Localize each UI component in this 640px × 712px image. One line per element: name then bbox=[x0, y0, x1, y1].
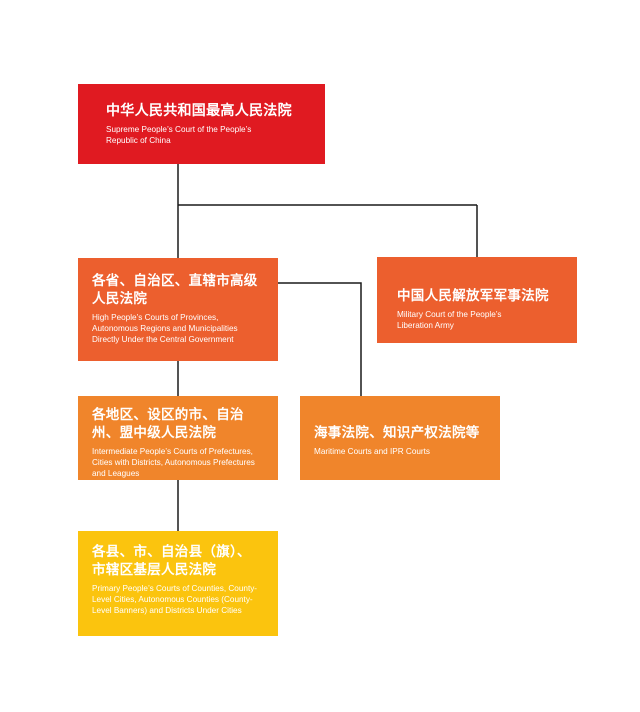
military-court-title-zh: 中国人民解放军军事法院 bbox=[397, 288, 549, 304]
high-court-title-en: High People’s Courts of Provinces, Auton… bbox=[92, 313, 238, 344]
intermediate-court-title-en: Intermediate People’s Courts of Prefectu… bbox=[92, 447, 255, 478]
military-court-title-en: Military Court of the People’s Liberatio… bbox=[397, 310, 502, 330]
maritime-court-title-en: Maritime Courts and IPR Courts bbox=[314, 447, 431, 456]
high-court-node: 各省、自治区、直辖市高级人民法院 High People’s Courts of… bbox=[78, 258, 278, 361]
military-court-node: 中国人民解放军军事法院 Military Court of the People… bbox=[377, 257, 577, 343]
supreme-court-title-en: Supreme People’s Court of the People’s R… bbox=[106, 125, 252, 145]
primary-court-title-zh: 各县、市、自治县（旗）、市辖区基层人民法院 bbox=[92, 544, 251, 578]
intermediate-court-node: 各地区、设区的市、自治州、盟中级人民法院 Intermediate People… bbox=[78, 396, 278, 480]
supreme-court-title-zh: 中华人民共和国最高人民法院 bbox=[106, 103, 292, 119]
maritime-court-node: 海事法院、知识产权法院等 Maritime Courts and IPR Cou… bbox=[300, 396, 500, 480]
supreme-court-node: 中华人民共和国最高人民法院 Supreme People’s Court of … bbox=[78, 84, 325, 164]
edge-high-maritime bbox=[278, 282, 362, 396]
primary-court-node: 各县、市、自治县（旗）、市辖区基层人民法院 Primary People’s C… bbox=[78, 531, 278, 636]
primary-court-title-en: Primary People’s Courts of Counties, Cou… bbox=[92, 584, 258, 615]
intermediate-court-title-zh: 各地区、设区的市、自治州、盟中级人民法院 bbox=[92, 407, 244, 441]
maritime-court-title-zh: 海事法院、知识产权法院等 bbox=[314, 425, 480, 441]
high-court-title-zh: 各省、自治区、直辖市高级人民法院 bbox=[92, 273, 258, 307]
